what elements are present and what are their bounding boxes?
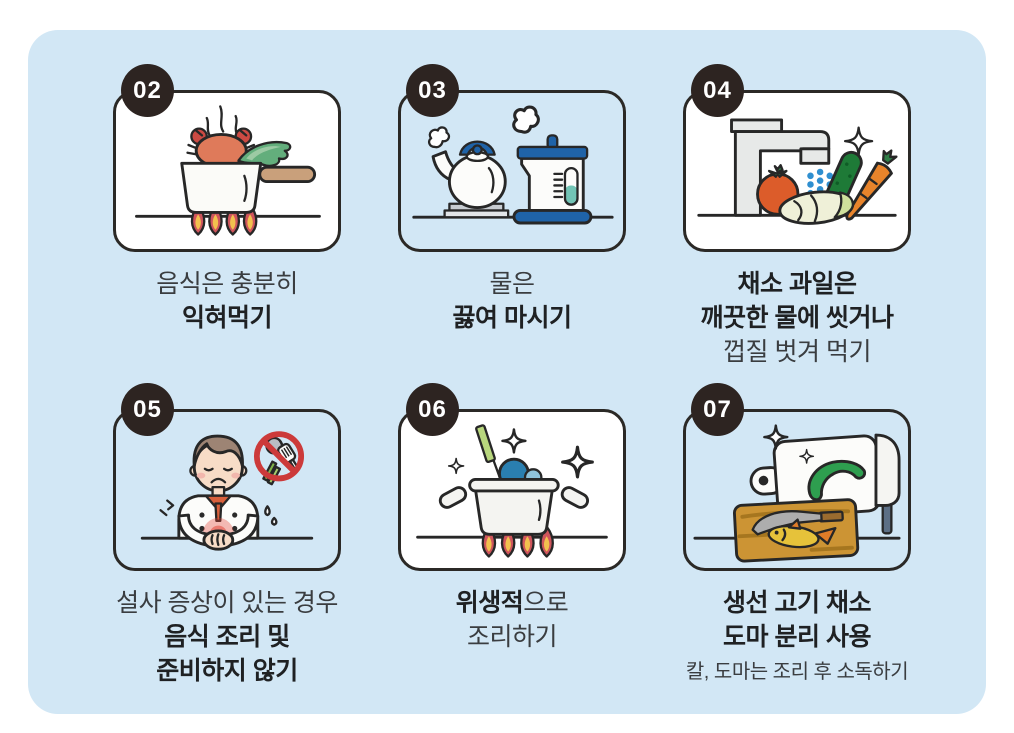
caption-line: 음식은 충분히 [156,270,298,298]
tip-card-03: 03 [398,64,626,252]
tip-cell-03: 03 [398,64,626,363]
water-gauge-icon [553,166,579,206]
step-number-badge: 02 [121,64,174,117]
utensil-icon [475,424,502,481]
step-number-badge: 07 06 [406,383,459,436]
fish-icon [767,518,837,549]
step-number-badge: 07 [691,383,744,436]
caption-line: 위생적으로 [456,586,569,620]
step-number-badge: 04 [691,64,744,117]
carrot-icon [845,149,898,221]
caption-line: 끓여 마시기 [452,304,572,332]
steam-icon [205,105,238,137]
caption-line: 채소 과일은 [737,270,857,298]
tip-caption-07: 생선 고기 채소 도마 분리 사용 칼, 도마는 조리 후 소독하기 [685,586,909,686]
caption-regular-part: 으로 [523,589,569,617]
wood-cutting-board-icon [732,498,860,563]
tip-caption-05: 설사 증상이 있는 경우 음식 조리 및 준비하지 않기 [116,586,338,688]
pot-icon [438,477,590,536]
sparkle-icon [843,126,874,156]
chef-person-icon [177,434,260,551]
electric-kettle-icon [512,134,593,225]
boiling-water-kettles-icon [412,105,614,225]
tip-card-grid: 02 [113,64,911,685]
tip-card-04: 04 [683,64,911,252]
tip-cell-02: 02 [113,64,341,363]
tip-cell-06: 07 06 [398,383,626,682]
cutting-boards-icon [693,424,901,563]
tip-caption-06: 위생적으로 조리하기 [456,586,569,654]
caption-note: 칼, 도마는 조리 후 소독하기 [685,661,909,683]
cucumber-on-board [807,459,867,502]
caption-line: 조리하기 [466,623,558,651]
tip-card-06: 07 06 [398,383,626,571]
sanitary-pot-icon [416,424,608,558]
knife-blade [874,433,901,507]
step-number-badge: 05 [121,383,174,436]
caption-bold-part: 위생적 [455,589,524,617]
knife-handle-on-board [818,510,844,523]
step-number: 03 [418,76,447,104]
step-number-badge: 03 [406,64,459,117]
step-number: 05 [133,395,162,423]
caption-line: 음식 조리 및 [164,623,290,651]
knife-on-board [751,510,823,536]
stress-marks-icon [159,499,175,517]
sweat-drops-icon [264,505,278,526]
tip-caption-03: 물은 끓여 마시기 [453,267,572,335]
caption-line: 설사 증상이 있는 경우 [116,589,338,617]
napa-cabbage-icon [778,190,855,225]
stove-kettle-icon [431,140,510,219]
sparkle-icon [763,424,815,464]
caption-line: 깨끗한 물에 씻거나 [700,304,894,332]
sick-chef-icon [140,431,314,551]
tip-card-07: 07 [683,383,911,571]
tip-cell-07: 07 [683,383,911,683]
tip-caption-02: 음식은 충분히 익혀먹기 [156,267,298,335]
tip-card-02: 02 [113,64,341,252]
food-safety-panel: 02 [28,30,986,714]
sparkle-icon [447,428,594,479]
boiling-pot-with-crab-icon [135,105,321,236]
steam-puff-icon [427,105,540,149]
caption-line: 준비하지 않기 [156,657,298,685]
caption-line: 껍질 벗겨 먹기 [723,338,871,366]
caption-line: 익혀먹기 [181,304,273,332]
step-number: 07 [703,395,732,423]
tip-caption-04: 채소 과일은 깨끗한 물에 씻거나 껍질 벗겨 먹기 [701,267,894,369]
tip-cell-04: 04 [683,64,911,366]
tip-card-05: 05 [113,383,341,571]
caption-line: 도마 분리 사용 [723,623,871,651]
caption-line: 물은 [489,270,535,298]
crab-icon [186,127,257,169]
step-number: 02 [133,76,162,104]
tip-cell-05: 05 [113,383,341,685]
step-number: 06 [418,395,447,423]
caption-line: 생선 고기 채소 [723,589,871,617]
no-cooking-utensils-icon [253,431,305,486]
washing-vegetables-icon [697,118,898,225]
step-number: 04 [703,76,732,104]
